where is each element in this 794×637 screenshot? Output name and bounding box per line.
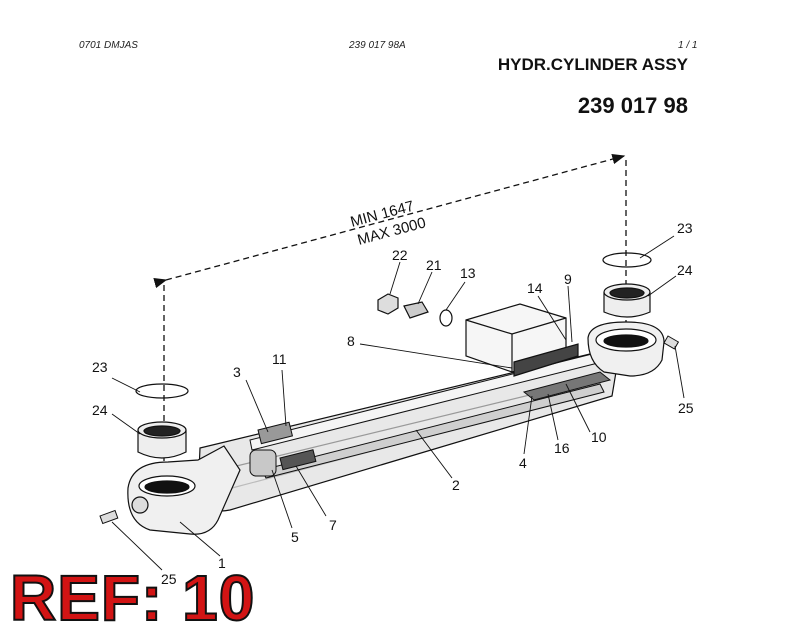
rod-eye-left [127, 445, 241, 535]
document-reference: 239 017 98A [349, 40, 406, 51]
ring-23-left [135, 383, 189, 399]
seal-ring-13 [439, 309, 453, 327]
callout-5: 5 [291, 529, 299, 545]
callout-7: 7 [329, 517, 337, 533]
callout-2: 2 [452, 477, 460, 493]
callout-1: 1 [218, 555, 226, 571]
callout-4: 4 [519, 455, 527, 471]
callout-9: 9 [564, 271, 572, 287]
callout-23-right: 23 [677, 220, 693, 236]
callout-22: 22 [392, 247, 408, 263]
piston-assembly [249, 421, 317, 477]
callout-25-left: 25 [161, 571, 177, 587]
leader-lines [111, 235, 685, 571]
callout-3: 3 [233, 364, 241, 380]
rings-and-bushings [135, 252, 652, 459]
callout-13: 13 [460, 265, 476, 281]
callout-24-left: 24 [92, 402, 108, 418]
callout-14: 14 [527, 280, 543, 296]
callout-11: 11 [272, 351, 287, 367]
callout-25-right: 25 [678, 400, 694, 416]
fitting-21 [403, 301, 429, 319]
callout-8: 8 [347, 333, 355, 349]
nut-22 [377, 293, 399, 315]
reference-badge: REF: 10 [9, 562, 256, 634]
callout-21: 21 [426, 257, 442, 273]
ring-23-right [602, 252, 652, 268]
assembly-part-number: 239 017 98 [577, 93, 688, 118]
callout-10: 10 [591, 429, 607, 445]
fittings [377, 293, 453, 327]
callout-24-right: 24 [677, 262, 693, 278]
head-eye-right [587, 321, 665, 377]
callout-23-left: 23 [92, 359, 108, 375]
callout-16: 16 [554, 440, 570, 456]
valve-block [465, 303, 579, 377]
grease-nipples [99, 335, 680, 525]
document-code: 0701 DMJAS [79, 40, 138, 51]
assembly-title: HYDR.CYLINDER ASSY [497, 55, 688, 74]
page-number: 1 / 1 [678, 40, 698, 51]
